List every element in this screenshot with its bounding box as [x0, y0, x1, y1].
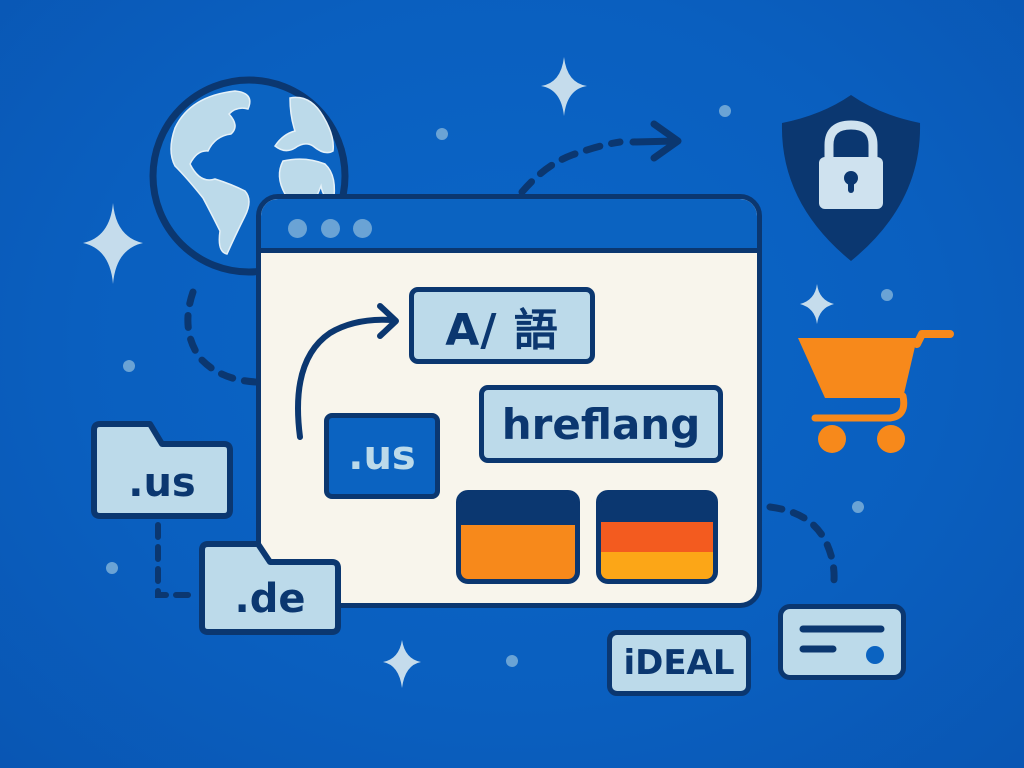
- folder-de: .de: [198, 540, 342, 636]
- window-dot: [321, 219, 340, 238]
- shield-lock-icon: [781, 95, 921, 261]
- credit-card-icon: [778, 604, 906, 680]
- folder-label: .de: [234, 576, 306, 622]
- window-dot: [288, 219, 307, 238]
- dashed-connector-top: [518, 138, 624, 196]
- domain-chip-us: .us: [324, 413, 440, 499]
- folder-icon: [199, 541, 341, 635]
- arrow-right-icon: [629, 120, 682, 162]
- hreflang-chip: hreflang: [479, 385, 723, 463]
- browser-titlebar: [261, 199, 757, 253]
- sparkle-icon: [83, 203, 143, 284]
- folder-icon: [91, 421, 233, 519]
- folder-us: .us: [90, 420, 234, 520]
- folder-label: .us: [128, 460, 196, 506]
- dashed-connector-right: [766, 503, 838, 584]
- sparkle-icon: [383, 640, 421, 688]
- ideal-badge: iDEAL: [607, 630, 751, 696]
- flag-2: [596, 490, 718, 584]
- dashed-connector-folders: [155, 522, 193, 598]
- sparkle-icon: [541, 57, 587, 116]
- flag-1: [456, 490, 580, 584]
- credit-card-glyph: [799, 625, 885, 664]
- language-chip: A/ 語: [409, 287, 595, 364]
- sparkle-icon: [800, 284, 834, 324]
- dashed-connector-left: [184, 288, 260, 386]
- shopping-cart-icon: [798, 330, 954, 453]
- window-dot: [353, 219, 372, 238]
